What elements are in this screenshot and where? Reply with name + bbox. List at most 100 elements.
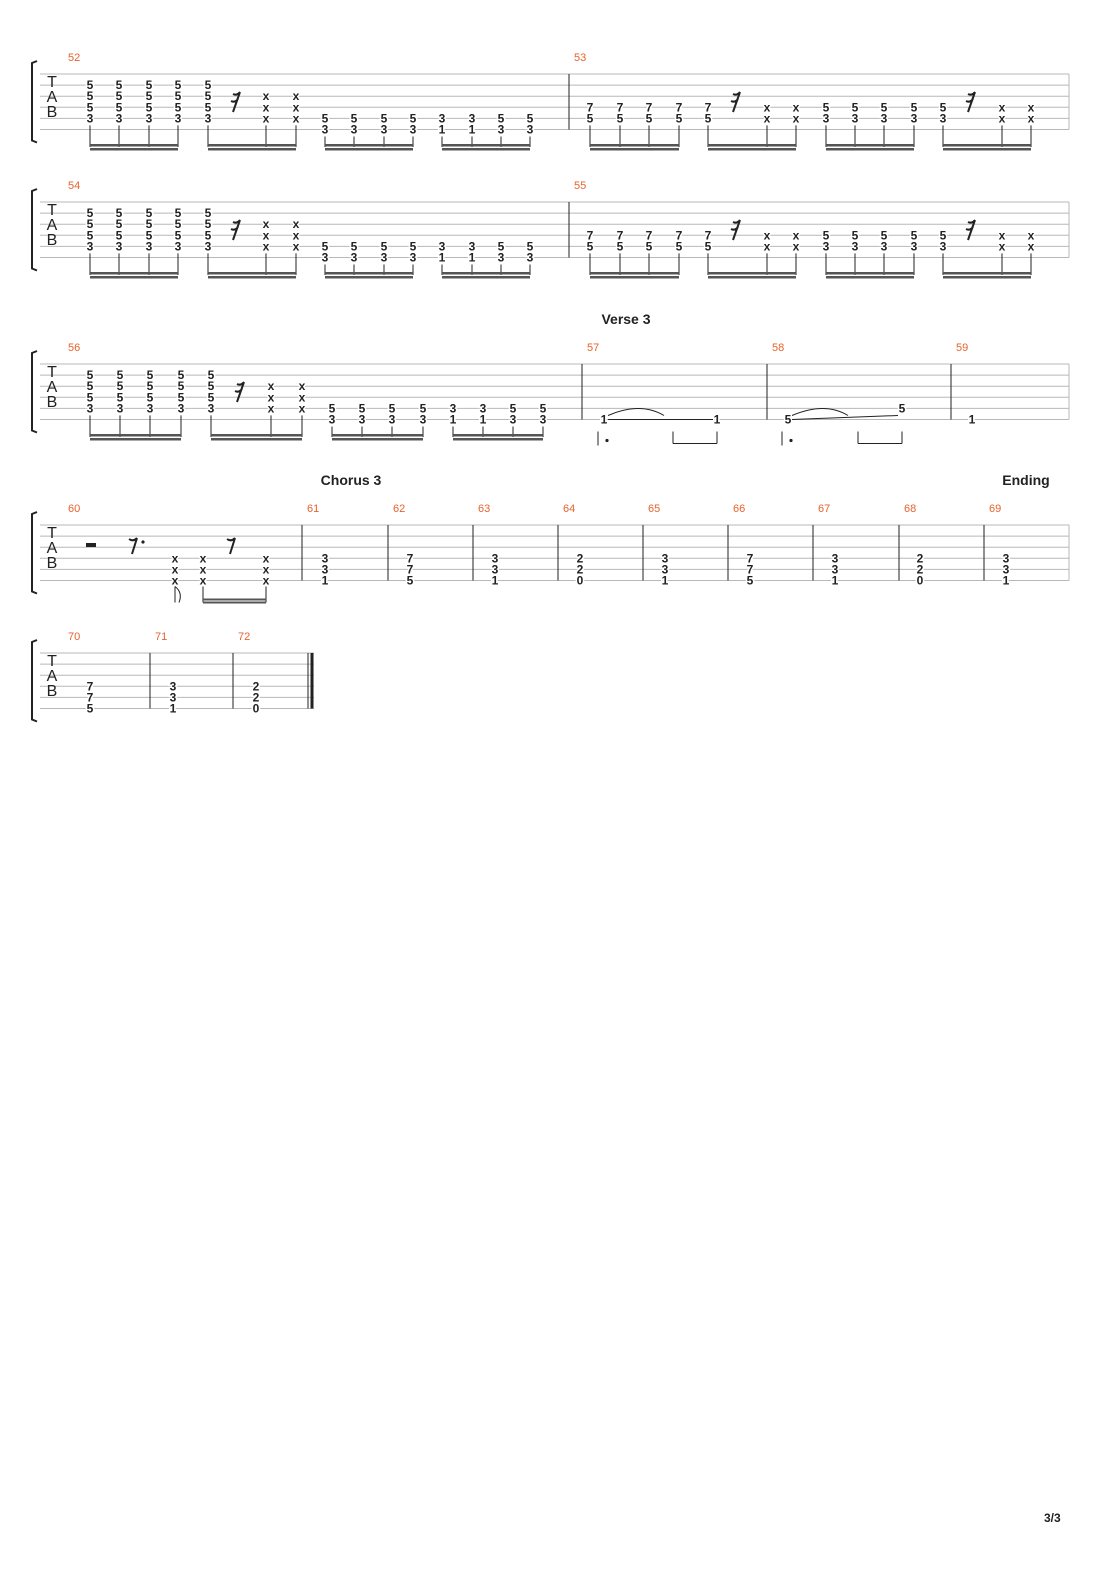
fret-number: 7: [407, 551, 414, 565]
fret-number: 1: [450, 413, 457, 427]
fret-number: 3: [175, 111, 182, 125]
fret-number: 2: [917, 551, 924, 565]
measure-number: 68: [904, 503, 916, 515]
fret-number: 5: [146, 100, 153, 114]
fret-number: 5: [208, 390, 215, 404]
fret-number: 5: [359, 401, 366, 415]
fret-number: 5: [705, 111, 712, 125]
tab-clef-letter: B: [47, 394, 58, 411]
fret-number: 3: [116, 239, 123, 253]
fret-number: 5: [146, 206, 153, 220]
fret-number: 7: [587, 228, 594, 242]
fret-number: 7: [705, 100, 712, 114]
fret-number: 5: [785, 413, 792, 427]
fret-number: 3: [1003, 551, 1010, 565]
beam: [943, 272, 1031, 275]
fret-number: x: [1028, 100, 1035, 114]
sixteenth-rest: [230, 91, 241, 113]
sixteenth-rest: [230, 219, 241, 241]
beam: [442, 148, 530, 151]
fret-number: 3: [381, 251, 388, 265]
fret-number: 1: [439, 123, 446, 137]
fret-number: 5: [116, 89, 123, 103]
fret-number: 5: [87, 78, 94, 92]
fret-number: 3: [510, 413, 517, 427]
beam: [943, 148, 1031, 151]
fret-number: x: [263, 228, 270, 242]
fret-number: 1: [469, 123, 476, 137]
fret-number: 5: [116, 78, 123, 92]
fret-number: 1: [439, 251, 446, 265]
fret-number: x: [293, 111, 300, 125]
fret-number: 3: [662, 562, 669, 576]
fret-number: 3: [359, 413, 366, 427]
fret-number: x: [999, 111, 1006, 125]
fret-number: x: [999, 100, 1006, 114]
fret-number: 3: [852, 239, 859, 253]
system-bracket: [31, 639, 38, 723]
fret-number: 5: [116, 228, 123, 242]
fret-number: 2: [577, 562, 584, 576]
fret-number: x: [764, 100, 771, 114]
fret-number: 5: [147, 390, 154, 404]
fret-number: 3: [439, 111, 446, 125]
tab-clef-letter: T: [47, 74, 57, 91]
fret-number: 3: [832, 551, 839, 565]
fret-number: 5: [510, 401, 517, 415]
beam: [826, 144, 914, 147]
fret-number: x: [172, 562, 179, 576]
fret-number: 5: [87, 390, 94, 404]
note-dot: [789, 438, 793, 443]
fret-number: 7: [617, 100, 624, 114]
fret-number: 3: [823, 111, 830, 125]
eighth-rest: [226, 537, 236, 555]
fret-number: 5: [205, 217, 212, 231]
fret-number: 3: [527, 251, 534, 265]
fret-number: 0: [253, 702, 260, 716]
fret-number: 5: [175, 89, 182, 103]
fret-number: 3: [389, 413, 396, 427]
fret-number: x: [293, 217, 300, 231]
fret-number: 5: [87, 702, 94, 716]
beam: [325, 276, 413, 279]
fret-number: 3: [178, 401, 185, 415]
fret-number: 5: [117, 379, 124, 393]
fret-number: 5: [407, 574, 414, 588]
fret-number: 5: [747, 574, 754, 588]
measure-number: 67: [818, 503, 830, 515]
beam: [90, 434, 181, 437]
fret-number: 5: [87, 368, 94, 382]
fret-number: 3: [852, 111, 859, 125]
measure-number: 69: [989, 503, 1001, 515]
beam: [943, 144, 1031, 147]
fret-number: 3: [87, 239, 94, 253]
fret-number: 5: [823, 100, 830, 114]
beam: [590, 148, 679, 151]
tab-clef-letter: A: [47, 540, 58, 557]
fret-number: 5: [646, 239, 653, 253]
beam: [211, 434, 302, 437]
beam: [826, 148, 914, 151]
fret-number: 3: [351, 123, 358, 137]
fret-number: x: [263, 111, 270, 125]
fret-number: 3: [881, 239, 888, 253]
fret-number: 5: [178, 379, 185, 393]
fret-number: x: [793, 239, 800, 253]
fret-number: 3: [492, 551, 499, 565]
fret-number: 7: [646, 100, 653, 114]
fret-number: x: [293, 89, 300, 103]
section-label: Chorus 3: [321, 472, 382, 488]
fret-number: 3: [469, 111, 476, 125]
beam: [590, 144, 679, 147]
measure-number: 64: [563, 503, 575, 515]
fret-number: x: [268, 401, 275, 415]
tab-clef-letter: B: [47, 683, 58, 700]
tie-arc: [791, 408, 849, 416]
fret-number: 3: [498, 251, 505, 265]
fret-number: 5: [322, 239, 329, 253]
fret-number: 5: [940, 100, 947, 114]
fret-number: x: [764, 111, 771, 125]
fret-number: x: [1028, 111, 1035, 125]
measure-number: 72: [238, 631, 250, 643]
fret-number: 5: [175, 228, 182, 242]
